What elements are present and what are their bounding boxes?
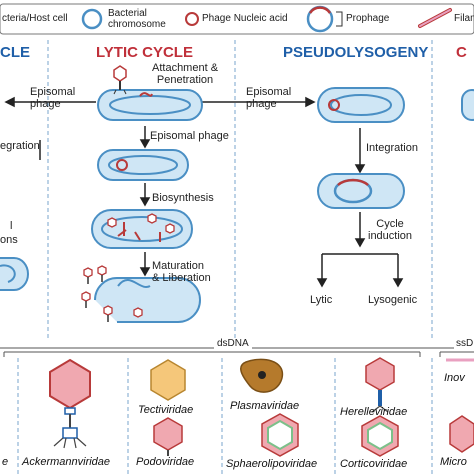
step-biosynthesis: Biosynthesis xyxy=(152,192,214,204)
podoviridae-icon xyxy=(153,417,183,456)
left-heading: CLE xyxy=(0,44,30,61)
herelleviridae-icon xyxy=(365,357,395,413)
family-microviridae: Micro xyxy=(440,456,467,468)
step-maturation: Maturation & Liberation xyxy=(152,260,211,284)
chromosome-legend-icon xyxy=(81,8,103,30)
family-corticoviridae: Corticoviridae xyxy=(340,458,408,470)
microviridae-icon xyxy=(449,415,474,453)
legend-prophage: Prophage xyxy=(346,13,390,24)
tectiviridae-icon xyxy=(150,359,186,401)
legend-filamentous: Filam xyxy=(454,13,474,24)
lytic-heading: LYTIC CYCLE xyxy=(96,44,193,61)
family-sphaerolipoviridae: Sphaerolipoviridae xyxy=(226,458,318,470)
arrow-right xyxy=(200,96,316,108)
outcome-lysogenic: Lysogenic xyxy=(368,294,418,306)
pseudo-episomal-label: Episomal phage xyxy=(246,86,292,110)
left-integration-label: egration xyxy=(0,140,40,152)
phage-icon xyxy=(113,65,127,95)
family-tectiviridae: Tectiviridae xyxy=(138,404,194,416)
legend-host-cell: cteria/Host cell xyxy=(2,13,68,24)
released-phage-icons xyxy=(81,265,143,318)
cycle-induction-label: Cycle induction xyxy=(368,218,413,242)
family-herelleviridae: Herelleviridae xyxy=(340,406,408,418)
pseudo-heading: PSEUDOLYSOGENY xyxy=(283,44,429,61)
step-episomal: Episomal phage xyxy=(150,130,229,142)
family-podoviridae: Podoviridae xyxy=(136,456,195,468)
arrow-left xyxy=(4,96,96,108)
left-frag2: ons xyxy=(0,234,18,246)
left-episomal-label: Episomal phage xyxy=(30,86,76,110)
nucleic-acid-legend-icon xyxy=(185,12,199,26)
family-plasmaviridae: Plasmaviridae xyxy=(230,400,300,412)
family-left-frag: e xyxy=(2,456,9,468)
ackermannviridae-icon xyxy=(49,358,91,449)
right-heading: C xyxy=(456,44,467,61)
legend-bacterial-chromosome: Bacterial chromosome xyxy=(108,8,166,30)
left-frag1: l xyxy=(10,220,13,232)
legend-frame xyxy=(0,3,474,35)
sphaerolipoviridae-icon xyxy=(261,413,299,457)
step-attachment: Attachment & Penetration xyxy=(152,62,219,86)
filamentous-legend-icon xyxy=(418,8,452,28)
corticoviridae-icon xyxy=(361,415,399,457)
pseudo-integration-label: Integration xyxy=(366,142,418,154)
outcome-lytic: Lytic xyxy=(310,294,333,306)
ssdna-label: ssD xyxy=(454,338,474,349)
legend-phage-nucleic-acid: Phage Nucleic acid xyxy=(202,13,288,24)
dsdna-label: dsDNA xyxy=(214,338,252,349)
family-ackermannviridae: Ackermannviridae xyxy=(22,456,111,468)
family-inoviridae: Inov xyxy=(444,372,465,384)
